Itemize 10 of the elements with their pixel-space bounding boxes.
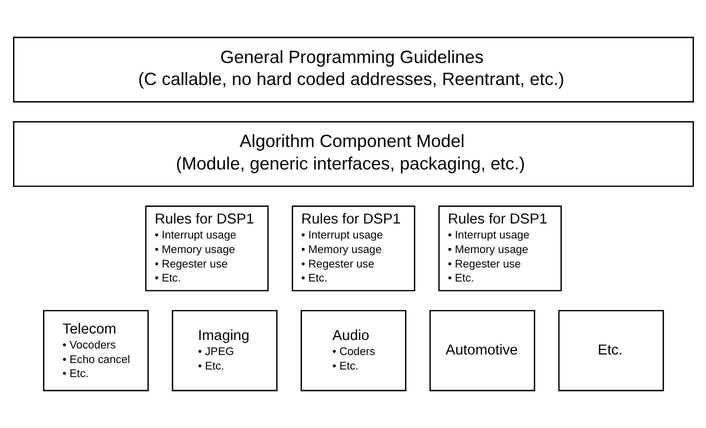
node-box: Automotive (428, 310, 535, 392)
node-box: Rules for DSP1 • Interrupt usage • Memory usage • Regester use • Etc. (438, 206, 562, 292)
node-box: Audio • Coders • Etc. (300, 310, 406, 392)
node-box: Rules for DSP1 • Interrupt usage • Memory usage • Regester use • Etc. (144, 206, 268, 292)
node-box: Rules for DSP1 • Interrupt usage • Memory usage • Regester use • Etc. (291, 206, 415, 292)
node-box: Etc. (558, 310, 664, 392)
node-box: Telecom • Vocoders • Echo cancel • Etc. (42, 310, 148, 392)
node-box: Imaging • JPEG • Etc. (171, 310, 278, 392)
node-box: General Programming Guidelines (C callable, no hard coded addresses, Reentrant, etc.) (12, 36, 694, 103)
node-box: Algorithm Component Model (Module, generic interfaces, packaging, etc.) (12, 121, 694, 187)
